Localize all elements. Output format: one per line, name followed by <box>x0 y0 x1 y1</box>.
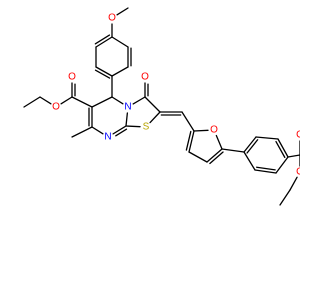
bond-line <box>275 156 289 174</box>
atom-label-o-ester2-ether: O <box>296 167 300 178</box>
bond-line <box>181 111 195 132</box>
bond-line <box>116 7 129 16</box>
bond-lines <box>23 7 300 206</box>
bond-line <box>112 125 127 135</box>
double-bond-line <box>246 139 259 154</box>
bond-line <box>144 96 161 113</box>
bond-line <box>254 169 277 174</box>
atom-label-n-ring-bottom: N <box>104 132 111 143</box>
bond-line <box>149 111 161 124</box>
bond-line <box>91 126 104 135</box>
bond-line <box>193 129 209 132</box>
double-bond-line <box>94 69 111 79</box>
bond-line <box>125 125 141 128</box>
atom-label-o-ester2-carbonyl: O <box>296 130 300 141</box>
double-bond-line <box>185 130 192 151</box>
atom-label-o-ketone: O <box>141 72 149 83</box>
bond-line <box>221 148 245 153</box>
bond-line <box>60 96 73 105</box>
bond-line <box>71 126 93 138</box>
double-bond-line <box>275 140 286 159</box>
atom-label-o-methoxy: O <box>108 13 116 24</box>
bond-line <box>39 96 52 105</box>
bond-line <box>279 189 291 206</box>
molecule-structure-diagram: O O O N O S N O O O <box>23 7 300 206</box>
atom-label-n-ring-top: N <box>124 102 131 113</box>
bond-line <box>111 96 124 105</box>
bond-line <box>287 154 300 158</box>
bond-line <box>289 176 298 191</box>
bond-line <box>23 96 41 108</box>
bond-line <box>243 151 256 171</box>
bond-line <box>188 151 208 163</box>
bond-line <box>91 96 113 108</box>
atom-label-o-furan: O <box>210 125 218 136</box>
bond-line <box>188 130 195 153</box>
double-bond-line <box>256 166 276 171</box>
bond-line <box>243 136 257 153</box>
bond-line <box>111 66 129 77</box>
bond-line <box>95 66 113 77</box>
bond-line <box>255 136 279 140</box>
bond-line <box>215 134 223 150</box>
bond-line <box>132 96 146 105</box>
double-bond-line <box>115 128 128 137</box>
atom-labels: O O O N O S N O O O <box>52 13 300 178</box>
bond-line <box>206 148 223 163</box>
bond-line <box>111 36 129 48</box>
double-bond-line <box>209 151 224 165</box>
atom-label-o-ester1-ether: O <box>52 102 60 113</box>
bond-line <box>71 96 93 108</box>
bond-line <box>277 138 289 158</box>
double-bond-line <box>94 34 111 45</box>
bond-line <box>125 112 129 127</box>
bond-line <box>95 36 113 48</box>
atom-label-s-thiazole: S <box>143 122 150 133</box>
atom-label-o-ester1-carbonyl: O <box>68 72 76 83</box>
